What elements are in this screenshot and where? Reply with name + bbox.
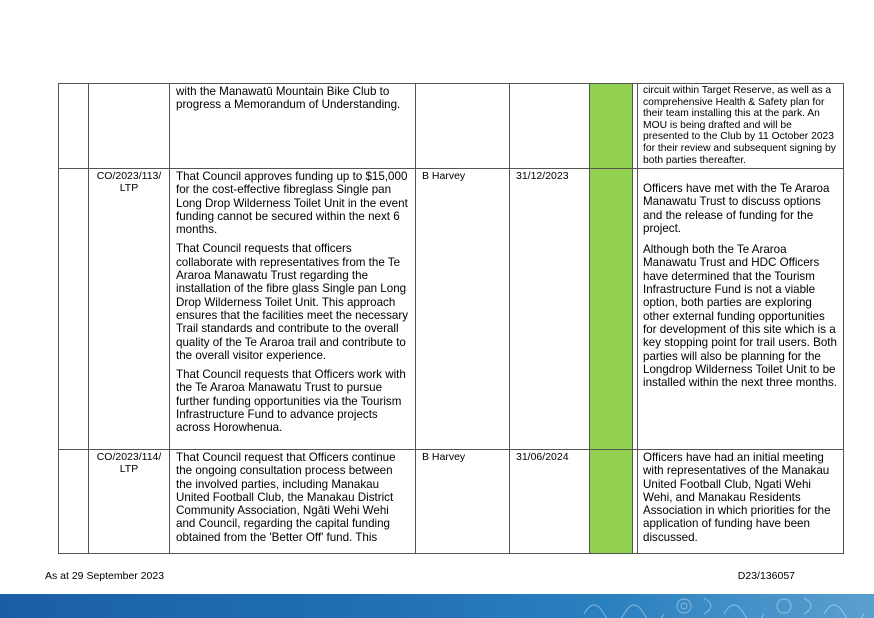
status-indicator [589,168,633,450]
actions-table: with the Manawatū Mountain Bike Club to … [58,83,844,554]
owner-cell: B Harvey [415,449,510,554]
resolution-text: That Council requests that officers coll… [176,242,408,362]
footer-band [0,594,874,618]
resolution-cell: with the Manawatū Mountain Bike Club to … [169,83,416,169]
date-cell: 31/06/2024 [509,449,590,554]
comment-text: Officers have had an initial meeting wit… [643,451,831,544]
koru-pattern-icon [583,597,865,618]
table-row: CO/2023/114/ LTP That Council request th… [58,449,844,554]
owner-cell [415,83,510,169]
comment-text: Although both the Te Araroa Manawatu Tru… [643,243,837,390]
ref-cell [88,83,170,169]
comments-cell: Officers have met with the Te Araroa Man… [637,168,844,450]
resolution-text: with the Manawatū Mountain Bike Club to … [176,85,401,112]
resolution-cell: That Council request that Officers conti… [169,449,416,554]
footer-doc-ref: D23/136057 [737,570,795,582]
date-cell: 31/12/2023 [509,168,590,450]
comments-cell: Officers have had an initial meeting wit… [637,449,844,554]
resolution-text: That Council request that Officers conti… [176,451,396,544]
comment-text: Officers have met with the Te Araroa Man… [643,182,830,235]
status-indicator [589,83,633,169]
owner-cell: B Harvey [415,168,510,450]
comment-text: circuit within Target Reserve, as well a… [643,85,836,166]
date-cell [509,83,590,169]
ref-cell: CO/2023/113/ LTP [88,168,170,450]
blank-cell [58,168,89,450]
blank-cell [58,449,89,554]
resolution-text: That Council requests that Officers work… [176,368,406,435]
status-indicator [589,449,633,554]
resolution-text: That Council approves funding up to $15,… [176,170,408,237]
ref-cell: CO/2023/114/ LTP [88,449,170,554]
table-row: CO/2023/113/ LTP That Council approves f… [58,168,844,450]
resolution-cell: That Council approves funding up to $15,… [169,168,416,450]
table-row: with the Manawatū Mountain Bike Club to … [58,83,844,169]
blank-cell [58,83,89,169]
footer-date: As at 29 September 2023 [45,570,165,582]
comments-cell: circuit within Target Reserve, as well a… [637,83,844,169]
